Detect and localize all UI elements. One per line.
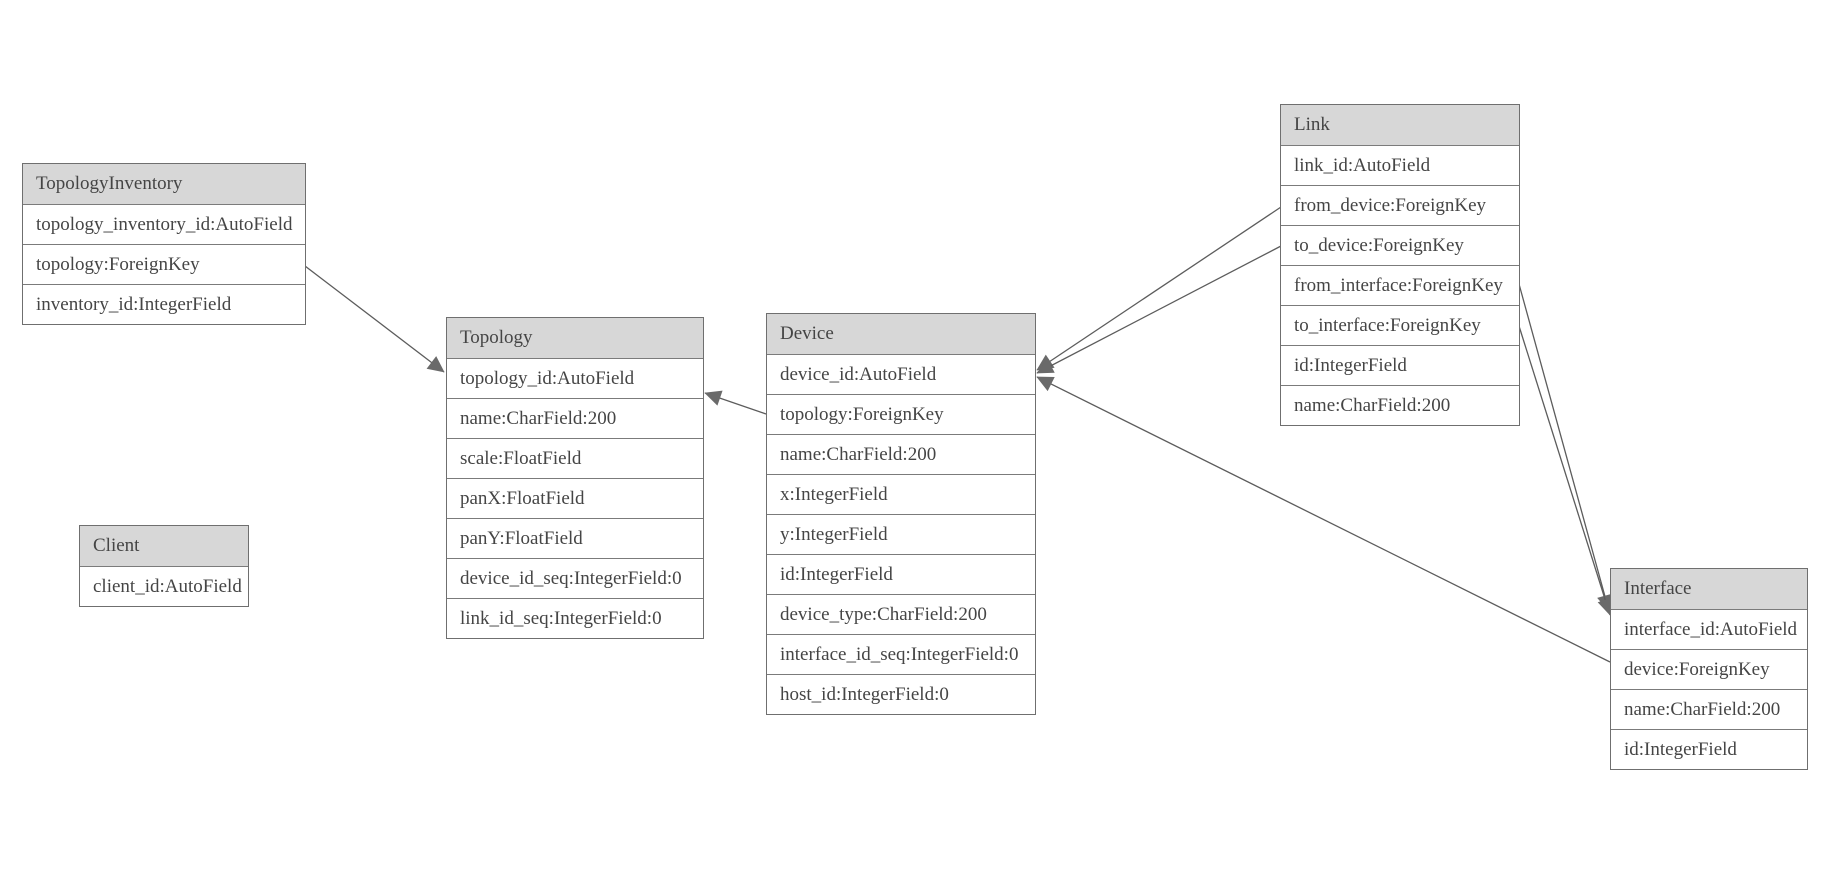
relationship-line-link-to_device-to-device [1036, 245, 1282, 374]
entity-field-row: host_id:IntegerField:0 [767, 675, 1035, 714]
relationship-line-topology-inventory-topology-to-topology [304, 265, 445, 373]
entity-field-row: device:ForeignKey [1611, 650, 1807, 690]
entity-field-row: interface_id_seq:IntegerField:0 [767, 635, 1035, 675]
entity-field-row: topology:ForeignKey [767, 395, 1035, 435]
entity-field-row: client_id:AutoField [80, 567, 248, 606]
entity-field-row: x:IntegerField [767, 475, 1035, 515]
entity-field-row: name:CharField:200 [1281, 386, 1519, 425]
entity-field-row: panX:FloatField [447, 479, 703, 519]
entity-field-row: device_type:CharField:200 [767, 595, 1035, 635]
entity-field-row: name:CharField:200 [447, 399, 703, 439]
entity-field-row: id:IntegerField [1281, 346, 1519, 386]
relationship-line-link-to_interface-to-interface [1518, 325, 1613, 616]
relationship-line-link-from_interface-to-interface [1518, 283, 1613, 612]
entity-field-row: interface_id:AutoField [1611, 610, 1807, 650]
entity-field-row: name:CharField:200 [1611, 690, 1807, 730]
entity-title: Interface [1611, 569, 1807, 610]
entity-field-row: device_id_seq:IntegerField:0 [447, 559, 703, 599]
entity-field-row: link_id_seq:IntegerField:0 [447, 599, 703, 638]
relationship-line-device-topology-to-topology [704, 390, 767, 415]
entity-field-row: id:IntegerField [767, 555, 1035, 595]
relationship-line-link-from_device-to-device [1036, 206, 1282, 371]
entity-field-row: scale:FloatField [447, 439, 703, 479]
entity-title: Topology [447, 318, 703, 359]
entity-field-row: inventory_id:IntegerField [23, 285, 305, 324]
entity-field-row: to_device:ForeignKey [1281, 226, 1519, 266]
entity-field-row: link_id:AutoField [1281, 146, 1519, 186]
entity-field-row: topology:ForeignKey [23, 245, 305, 285]
entity-field-row: device_id:AutoField [767, 355, 1035, 395]
entity-field-row: panY:FloatField [447, 519, 703, 559]
entity-title: Client [80, 526, 248, 567]
entity-field-row: topology_id:AutoField [447, 359, 703, 399]
entity-title: TopologyInventory [23, 164, 305, 205]
entity-field-row: from_interface:ForeignKey [1281, 266, 1519, 306]
entity-field-row: name:CharField:200 [767, 435, 1035, 475]
entity-field-row: to_interface:ForeignKey [1281, 306, 1519, 346]
entity-field-row: y:IntegerField [767, 515, 1035, 555]
entity-field-row: topology_inventory_id:AutoField [23, 205, 305, 245]
entity-title: Device [767, 314, 1035, 355]
entity-title: Link [1281, 105, 1519, 146]
entity-field-row: id:IntegerField [1611, 730, 1807, 769]
entity-field-row: from_device:ForeignKey [1281, 186, 1519, 226]
